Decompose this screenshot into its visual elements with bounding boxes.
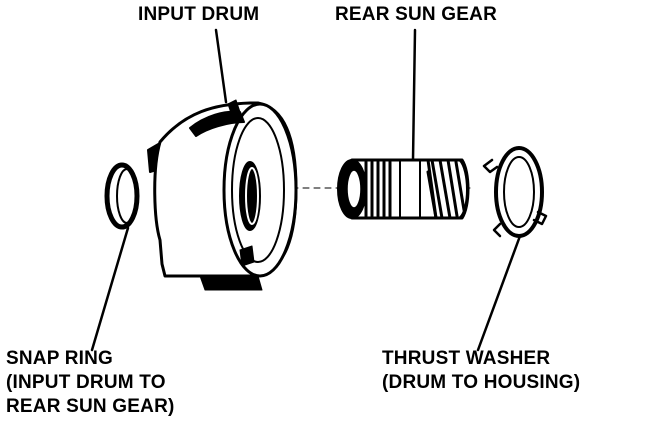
snap-ring-label-line: REAR SUN GEAR) bbox=[6, 396, 175, 417]
snap-ring-label: SNAP RING (INPUT DRUM TO REAR SUN GEAR) bbox=[6, 347, 175, 419]
input-drum-part bbox=[147, 99, 298, 291]
snap-ring-label-line: SNAP RING bbox=[6, 348, 114, 369]
snap-ring-label-line: (INPUT DRUM TO bbox=[6, 372, 166, 393]
input-drum-label: INPUT DRUM bbox=[138, 4, 260, 25]
thrust-washer-part bbox=[482, 146, 548, 238]
thrust-washer-label-line: THRUST WASHER bbox=[382, 348, 551, 369]
snap-ring-part bbox=[104, 162, 140, 230]
leader-snap-ring bbox=[90, 226, 130, 352]
rear-sun-gear-label: REAR SUN GEAR bbox=[335, 4, 498, 25]
leader-thrust-washer bbox=[476, 234, 522, 352]
rear-sun-gear-part bbox=[337, 158, 470, 220]
leader-input-drum bbox=[214, 28, 228, 104]
thrust-washer-label: THRUST WASHER (DRUM TO HOUSING) bbox=[382, 347, 580, 395]
leader-rear-sun-gear bbox=[411, 28, 417, 162]
thrust-washer-label-line: (DRUM TO HOUSING) bbox=[382, 372, 581, 393]
